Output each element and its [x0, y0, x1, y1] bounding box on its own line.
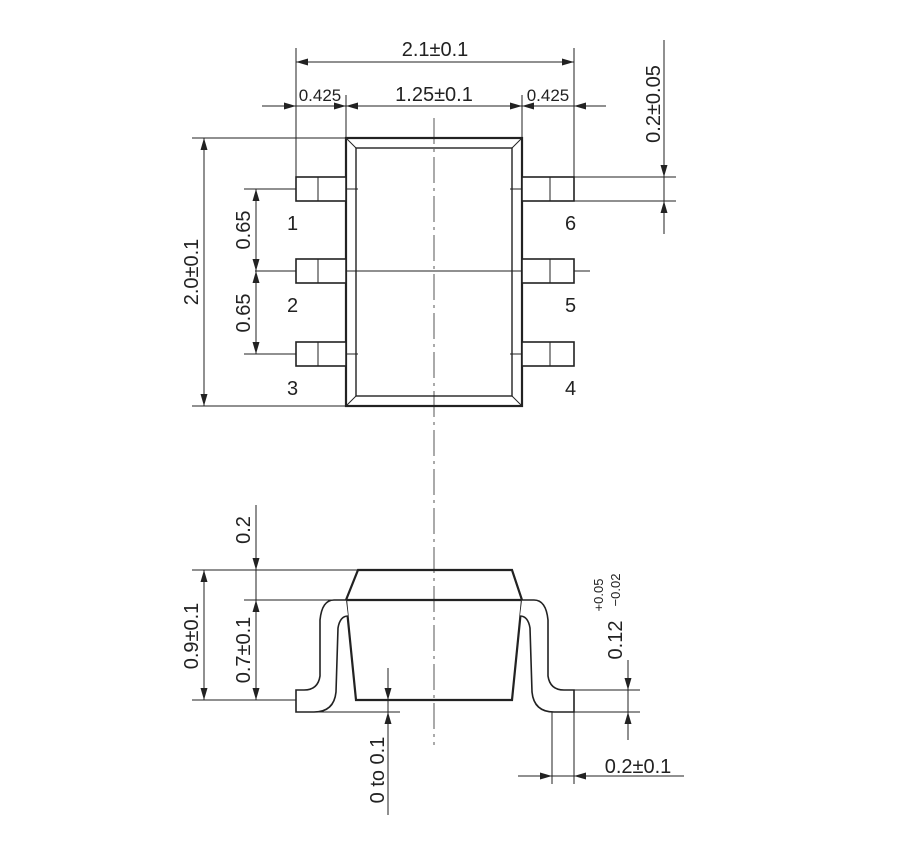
side-body-base	[344, 599, 524, 702]
dimension-pin-pitch: 0.65 0.65	[233, 188, 296, 355]
lead-pin-2	[295, 258, 347, 284]
pin-label-5: 5	[565, 295, 576, 317]
overall-length-label: 2.0±0.1	[181, 239, 203, 306]
pin-label-3: 3	[287, 378, 298, 400]
lead-pin-4	[510, 341, 575, 367]
body-height-label: 0.7±0.1	[233, 617, 255, 684]
dimension-overall-width: 2.1±0.1	[295, 39, 575, 177]
dimension-top-offset: 0.2	[233, 505, 260, 700]
dimension-lead-width: 0.2±0.05	[574, 40, 676, 234]
pin-label-6: 6	[565, 213, 576, 235]
lead-thickness-tol-plus: +0.05	[591, 579, 606, 612]
lead-width-label: 0.2±0.05	[643, 65, 665, 143]
overall-width-label: 2.1±0.1	[402, 39, 469, 61]
side-lead-right	[519, 599, 575, 713]
top-offset-label: 0.2	[233, 516, 255, 544]
side-view: 0.2 0.9±0.1 0.7±0.1 0 to 0.1 0.12 +0	[181, 505, 684, 815]
dimension-standoff: 0 to 0.1	[367, 668, 392, 815]
lead-pin-5	[521, 258, 575, 284]
pitch-2-label: 0.65	[233, 294, 255, 333]
lead-left-label: 0.425	[299, 86, 342, 105]
pitch-1-label: 0.65	[233, 211, 255, 250]
body-width-label: 1.25±0.1	[395, 84, 473, 106]
body-corner-chamfers	[345, 137, 523, 407]
lead-pin-1	[295, 176, 358, 202]
dimension-overall-length: 2.0±0.1	[181, 137, 346, 407]
lead-right-label: 0.425	[527, 86, 570, 105]
package-body-inner	[355, 147, 513, 397]
dimension-body-height: 0.7±0.1	[233, 617, 260, 700]
top-view: 1 2 3 6 5 4 2.1±0.1 0.425 1.25	[181, 39, 676, 745]
total-height-label: 0.9±0.1	[181, 603, 203, 670]
dimension-lead-thickness: 0.12 +0.05 −0.02	[591, 574, 632, 740]
pin-label-1: 1	[287, 213, 298, 235]
lead-pin-6	[510, 176, 575, 202]
dimension-foot-length: 0.2±0.1	[518, 712, 684, 784]
lead-thickness-label: 0.12	[605, 621, 627, 660]
dimension-total-height: 0.9±0.1	[181, 570, 208, 700]
side-lead-left	[295, 599, 349, 713]
pin-label-2: 2	[287, 295, 298, 317]
dimension-lead-and-body-width: 0.425 1.25±0.1 0.425	[262, 84, 606, 138]
foot-length-label: 0.2±0.1	[605, 756, 672, 778]
lead-thickness-tol-minus: −0.02	[608, 574, 623, 607]
pin-label-4: 4	[565, 378, 576, 400]
standoff-label: 0 to 0.1	[367, 737, 389, 804]
lead-pin-3	[295, 341, 358, 367]
